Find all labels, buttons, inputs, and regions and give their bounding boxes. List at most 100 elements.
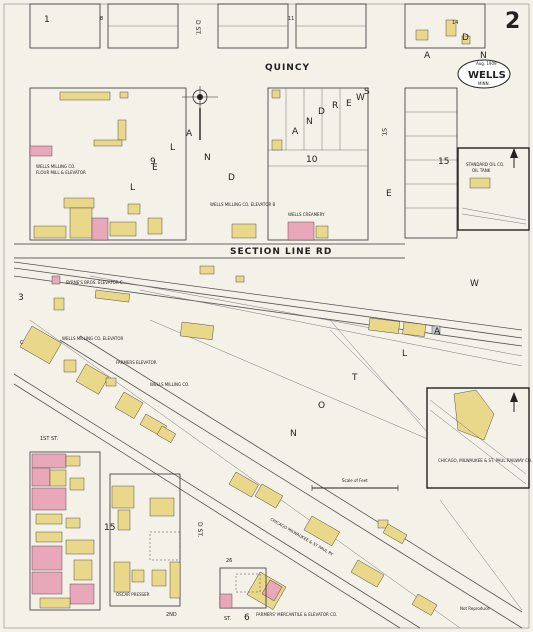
block-downtown-west [29, 451, 101, 611]
label-farmers-mercantile: FARMERS' MERCANTILE & ELEVATOR CO. [256, 612, 337, 617]
title-badge: Aug. 1909 WELLS MINN. [457, 59, 511, 89]
block-number: 1 [44, 15, 50, 25]
building [147, 217, 163, 235]
svg-text:A: A [292, 127, 299, 137]
street-label-quincy: QUINCY [265, 63, 310, 73]
downtown-blocks [29, 451, 267, 611]
block-number: 9 [150, 157, 156, 167]
street-label-e: E [386, 189, 392, 199]
street-label-1st: 1ST ST. [40, 436, 59, 442]
svg-text:W: W [356, 93, 365, 103]
top-blocks [29, 3, 486, 49]
street-label-adams: A D N [424, 33, 487, 61]
block-number: 11 [288, 16, 294, 22]
block-number: 15 [438, 157, 449, 167]
label-oscar-presser: OSCAR PRESSER [116, 592, 150, 597]
svg-text:A: A [434, 327, 441, 337]
building [69, 207, 93, 239]
svg-text:W: W [470, 279, 479, 289]
block-26 [219, 567, 267, 609]
block-10 [267, 87, 369, 241]
building [287, 221, 315, 241]
block-number: 10 [306, 155, 318, 165]
label-creamery: WELLS CREAMERY [288, 212, 325, 217]
street-label-2nd: 2ND [166, 612, 177, 618]
svg-text:T: T [351, 373, 358, 383]
street-label-st: ST. [224, 616, 232, 622]
block-number: 8 [100, 16, 103, 22]
street-label-c: C [20, 340, 24, 346]
upper-blocks [29, 87, 458, 241]
inset-1-title: STANDARD OIL CO. [466, 162, 504, 167]
label-byrne-bros: BYRNE'S BROS. ELEVATOR C [66, 280, 123, 285]
block-14 [404, 3, 486, 49]
building [445, 19, 457, 37]
street-label-st-right: ST. [380, 128, 387, 137]
svg-text:D: D [462, 33, 469, 43]
title-city: WELLS [468, 70, 506, 81]
stamp: Not Reproduce [460, 606, 490, 611]
svg-text:D: D [318, 107, 325, 117]
svg-text:A: A [186, 129, 193, 139]
building [117, 119, 127, 141]
label-wells-milling: WELLS MILLING CO. [36, 164, 75, 169]
north-arrow [182, 86, 218, 140]
building [109, 221, 137, 237]
building [315, 225, 329, 239]
label-wells-milling-2: WELLS MILLING CO. [150, 382, 189, 387]
building [231, 223, 257, 239]
street-label-6: 6 [244, 613, 250, 623]
building [119, 91, 129, 99]
scale-label: Scale of Feet [342, 478, 368, 483]
svg-text:L: L [170, 143, 175, 153]
building [93, 139, 123, 147]
street-label-section-line: SECTION LINE RD [230, 247, 332, 257]
svg-text:R: R [332, 101, 338, 111]
building [63, 197, 95, 209]
title-state: MINN. [478, 81, 490, 86]
street-label-andrews: A N D R E W S [292, 87, 370, 137]
svg-text:A: A [424, 51, 431, 61]
street-label-d-bottom: D ST. [196, 522, 203, 537]
sheet-number: 2 [505, 9, 520, 34]
svg-text:D: D [228, 173, 235, 183]
block-number: 3 [18, 293, 24, 303]
building [461, 35, 471, 45]
svg-text:N: N [204, 153, 211, 163]
svg-text:L: L [402, 349, 407, 359]
svg-text:E: E [152, 163, 158, 173]
label-flour-mill: FLOUR MILL & ELEVATOR [36, 170, 86, 175]
label-farmers-elevator: FARMERS ELEVATOR [116, 360, 157, 365]
label-wells-milling-elevator: WELLS MILLING CO. ELEVATOR [62, 336, 123, 341]
street-label-leland: L E L A N D [130, 129, 235, 193]
block-1 [29, 3, 101, 49]
block-number: 26 [226, 558, 232, 564]
building [59, 91, 111, 101]
block-15 [404, 87, 458, 239]
inset-1-subtitle: OIL TANK [472, 168, 491, 173]
scale-bar [311, 485, 399, 491]
label-elevator-b: WELLS MILLING CO. ELEVATOR B [210, 202, 276, 207]
svg-text:S: S [364, 87, 370, 97]
rail-buildings [19, 265, 441, 616]
street-label-d-top: D ST. [194, 20, 201, 35]
building [127, 203, 141, 215]
building [415, 29, 429, 41]
street-label-walton: W A L T O N [290, 279, 479, 439]
title-date: Aug. 1909 [476, 61, 497, 66]
inset-railway [426, 387, 530, 489]
building [29, 145, 53, 157]
block-number: 15 [104, 523, 115, 533]
svg-text:N: N [306, 117, 313, 127]
svg-text:N: N [480, 51, 487, 61]
block-number: 14 [452, 20, 458, 26]
inset-standard-oil [457, 147, 530, 231]
building [91, 217, 109, 241]
building [271, 139, 283, 151]
svg-text:L: L [130, 183, 135, 193]
svg-text:E: E [346, 99, 352, 109]
building [33, 225, 67, 239]
svg-text:O: O [318, 401, 325, 411]
